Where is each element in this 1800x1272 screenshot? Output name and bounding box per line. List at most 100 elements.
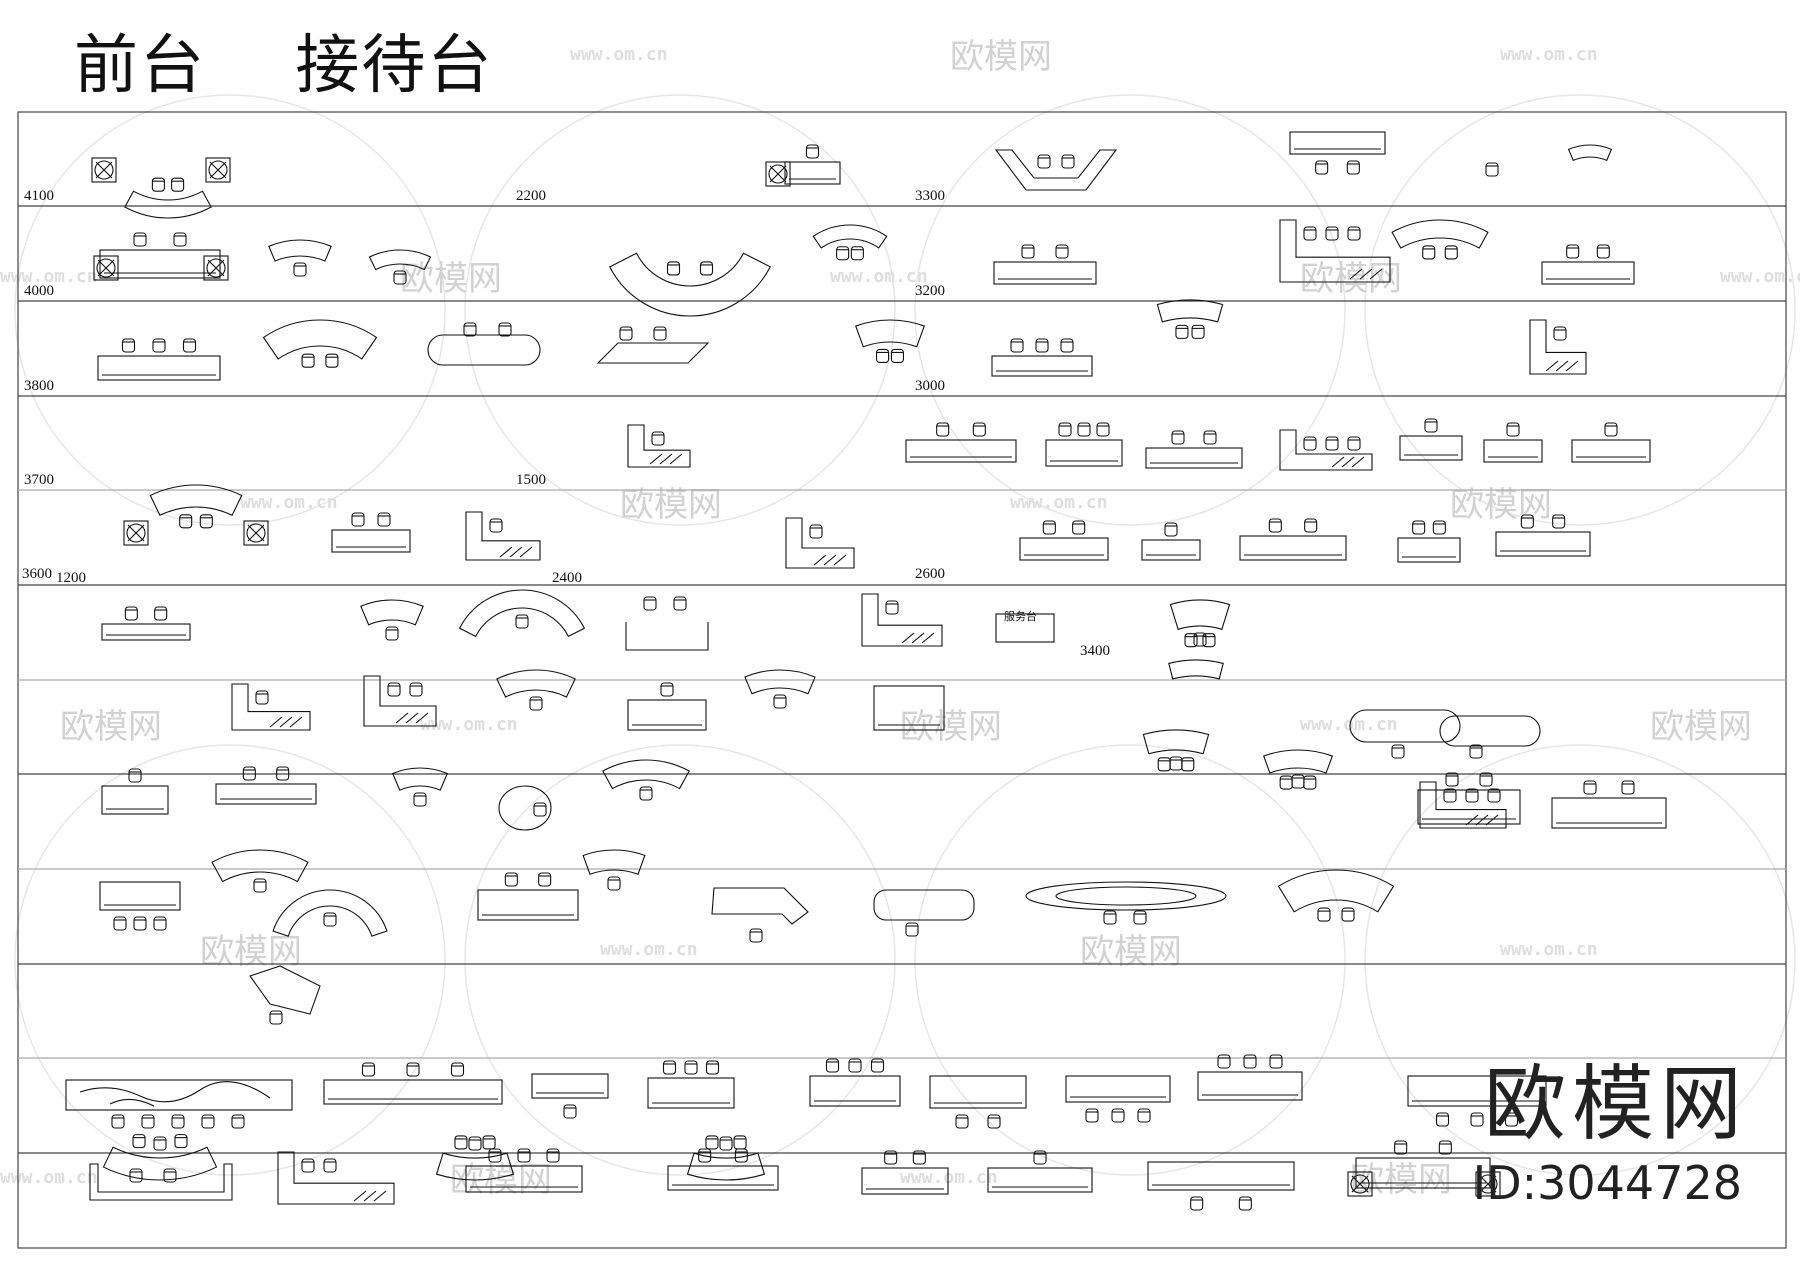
straight-desk <box>1417 789 1521 825</box>
straight-desk <box>1355 1157 1491 1189</box>
plant-icon <box>765 161 791 187</box>
watermark-brand: 欧模网 <box>1650 707 1752 747</box>
chair-icon <box>705 1060 720 1075</box>
l-shaped-desk <box>465 511 541 561</box>
curved-desk <box>368 249 432 271</box>
watermark-brand: 欧模网 <box>200 932 302 972</box>
chair-icon <box>325 353 339 368</box>
l-shaped-desk <box>1279 219 1391 283</box>
straight-desk <box>929 1075 1027 1109</box>
chair-icon <box>152 338 166 353</box>
watermark-url: www.om.cn <box>1500 939 1598 960</box>
chair-icon <box>1243 1054 1257 1069</box>
chair-icon <box>468 1136 482 1151</box>
straight-desk <box>1065 1075 1171 1103</box>
chair-icon <box>132 1134 146 1149</box>
watermark-layer: 欧模网欧模网欧模网欧模网欧模网欧模网欧模网欧模网欧模网欧模网欧模网欧模网www.… <box>0 37 1800 1200</box>
rounded-desk <box>873 889 975 921</box>
chair-icon <box>1553 326 1567 341</box>
chair-icon <box>639 786 653 801</box>
plant-icon <box>91 157 117 183</box>
chair-icon <box>488 1148 502 1163</box>
chair-icon <box>1037 154 1051 169</box>
straight-desk <box>101 623 191 641</box>
chair-icon <box>1042 520 1056 535</box>
chair-icon <box>171 177 185 192</box>
straight-desk <box>987 1167 1093 1193</box>
chair-icon <box>179 514 193 529</box>
chair-icon <box>1445 772 1459 787</box>
chair-icon <box>698 1148 712 1163</box>
watermark-brand: 欧模网 <box>60 707 162 747</box>
chair-icon <box>912 1150 926 1165</box>
l-shaped-desk <box>627 424 691 468</box>
watermark-url: www.om.cn <box>0 1167 98 1188</box>
capsule-desk <box>427 334 541 366</box>
l-shaped-desk <box>861 593 943 647</box>
asset-id: ID:3044728 <box>1472 1156 1742 1210</box>
straight-desk <box>991 355 1093 377</box>
chair-icon <box>173 232 187 247</box>
chair-icon <box>936 422 950 437</box>
chair-icon <box>870 1058 885 1073</box>
straight-desk <box>531 1073 609 1099</box>
chair-icon <box>1077 422 1091 437</box>
curved-desk <box>272 889 388 937</box>
chair-icon <box>1432 520 1446 535</box>
chair-icon <box>1596 244 1610 259</box>
chair-icon <box>885 600 899 615</box>
watermark-url: www.om.cn <box>1010 492 1108 513</box>
l-shaped-desk <box>1419 781 1507 829</box>
chair-icon <box>666 261 681 276</box>
straight-desk <box>477 889 579 921</box>
chair-icon <box>293 262 307 277</box>
chair-icon <box>141 1114 155 1129</box>
l-shaped-desk <box>1279 429 1373 471</box>
marble-desk <box>65 1079 293 1111</box>
straight-desk <box>861 1167 949 1195</box>
curved-desk <box>458 589 586 638</box>
chair-icon <box>301 353 315 368</box>
chair-icon <box>563 1104 577 1119</box>
chair-icon <box>1470 1112 1484 1127</box>
dim-label: 2600 <box>915 566 945 582</box>
chair-icon <box>825 1058 840 1073</box>
chair-icon <box>1175 324 1189 339</box>
dim-label: 2400 <box>552 570 582 586</box>
chair-icon <box>1190 1196 1204 1211</box>
chair-icon <box>1133 910 1147 925</box>
curved-desk <box>268 239 332 262</box>
chair-icon <box>1061 154 1075 169</box>
brand-logo-text: 欧模网 <box>1483 1057 1748 1152</box>
chair-icon <box>734 1148 748 1163</box>
chair-icon <box>174 1134 188 1149</box>
chair-icon <box>1157 757 1171 772</box>
chair-icon <box>121 338 136 353</box>
chair-icon <box>1325 436 1339 451</box>
chair-icon <box>1085 1108 1099 1123</box>
chair-icon <box>1303 226 1317 241</box>
curved-desk <box>582 849 646 875</box>
dim-label: 3800 <box>24 378 54 394</box>
straight-desk <box>905 439 1017 463</box>
chair-icon <box>1341 907 1355 922</box>
straight-desk <box>809 1075 901 1107</box>
u-shaped-desk <box>994 149 1118 191</box>
curved-desk <box>360 599 424 626</box>
chair-icon <box>113 916 127 931</box>
chair-icon <box>1347 436 1361 451</box>
watermark-brand: 欧模网 <box>1300 259 1402 299</box>
chair-icon <box>406 1062 420 1077</box>
chair-icon <box>1111 1108 1125 1123</box>
dim-label: 1500 <box>516 472 546 488</box>
chair-icon <box>805 144 820 159</box>
dim-label: 4000 <box>24 283 54 299</box>
chair-icon <box>1412 520 1426 535</box>
curved-desk <box>435 1152 515 1181</box>
chair-icon <box>884 1150 898 1165</box>
chair-icon <box>323 912 337 927</box>
watermark-url: www.om.cn <box>830 266 928 287</box>
straight-desk <box>627 699 707 731</box>
curved-desk <box>686 1152 766 1181</box>
